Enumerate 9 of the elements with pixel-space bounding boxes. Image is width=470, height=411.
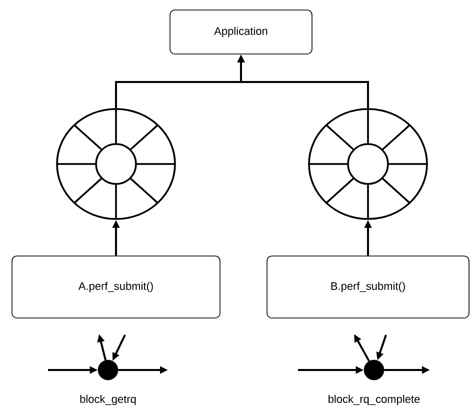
process-box: B.perf_submit()	[266, 256, 470, 318]
process-box: Application	[170, 10, 312, 54]
event-dot	[364, 360, 384, 380]
ring-buffer-drawing	[56, 108, 176, 220]
ring-buffer-drawing	[308, 108, 428, 220]
process-box: A.perf_submit()	[12, 256, 220, 318]
event-label: block_rq_complete	[328, 394, 420, 406]
event-dot	[98, 360, 118, 380]
event-label: block_getrq	[80, 394, 136, 406]
